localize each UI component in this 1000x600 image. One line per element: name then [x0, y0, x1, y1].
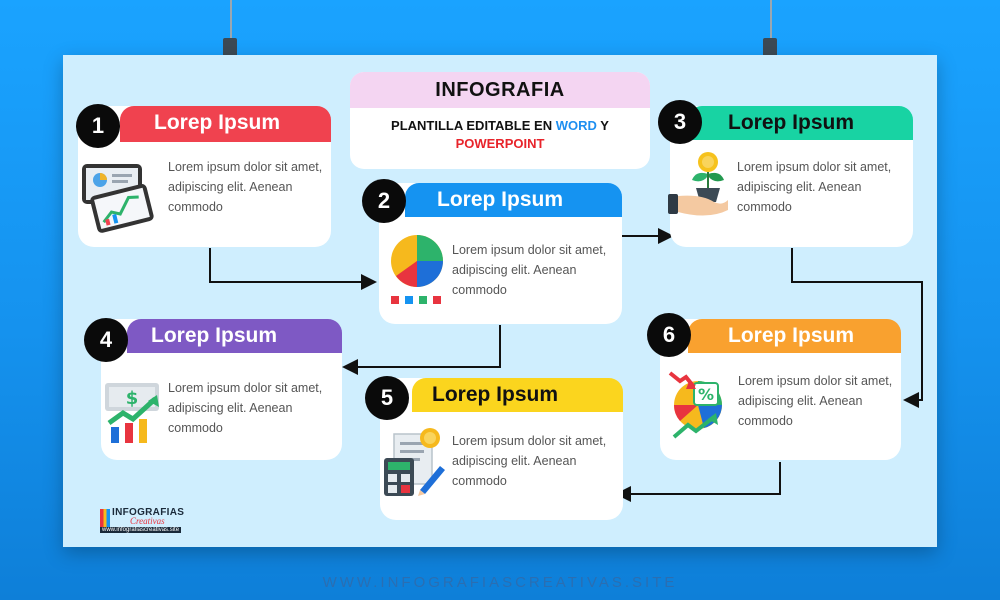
page-title: INFOGRAFIA [435, 79, 565, 101]
subtitle-powerpoint: POWERPOINT [455, 136, 545, 151]
arrow-2-to-4 [342, 325, 501, 375]
brand-logo: INFOGRAFIAS Creativas www.infografiascre… [100, 507, 186, 537]
logo-url: www.infografiascreativas.site [100, 527, 182, 533]
step-title-bar-1: Lorep Ipsum [120, 106, 331, 142]
hanging-wire-right [770, 0, 772, 42]
step-number-6: 6 [647, 313, 691, 357]
footer-website: WWW.INFOGRAFIASCREATIVAS.SITE [322, 574, 678, 591]
subtitle-word: WORD [555, 118, 597, 133]
step-title-4: Lorep Ipsum [151, 324, 278, 347]
pie-chart-icon [391, 235, 443, 304]
logo-tagline: Creativas [130, 516, 165, 526]
header-subtitle: PLANTILLA EDITABLE EN WORD Y POWERPOINT [350, 117, 650, 153]
step-number-4: 4 [84, 318, 128, 362]
step-title-1: Lorep Ipsum [154, 111, 281, 134]
step-title-6: Lorep Ipsum [728, 324, 855, 347]
svg-text:%: % [698, 385, 714, 404]
subtitle-text: PLANTILLA EDITABLE EN [391, 118, 556, 133]
logo-name: INFOGRAFIAS [112, 507, 185, 518]
hand-plant-coin-icon [668, 152, 728, 216]
subtitle-and: Y [596, 118, 609, 133]
step-card-3: Lorep Ipsum Lorem ipsum dolor sit amet, … [668, 106, 913, 247]
step-text-5: Lorem ipsum dolor sit amet, adipiscing e… [452, 434, 607, 488]
calculator-document-icon [384, 428, 445, 496]
step-title-bar-2: Lorep Ipsum [405, 183, 622, 217]
infographic-poster: INFOGRAFIA PLANTILLA EDITABLE EN WORD Y … [63, 55, 937, 547]
hanging-wire-left [230, 0, 232, 42]
tablet-chart-icon [82, 164, 154, 233]
step-card-2: Lorep Ipsum Lorem ipsum dolor sit amet, … [379, 183, 622, 324]
step-card-5: Lorep Ipsum Lorem ipsum dolor sit amet, … [380, 378, 623, 520]
step-title-bar-5: Lorep Ipsum [412, 378, 623, 412]
step-number-3: 3 [658, 100, 702, 144]
svg-text:$: $ [126, 388, 139, 409]
arrow-6-to-5 [615, 462, 781, 502]
arrow-1-to-2 [209, 248, 377, 290]
percent-pie-arrows-icon: % [668, 371, 722, 439]
step-card-1: Lorep Ipsum Lorem ipsum dolor sit amet, … [78, 106, 331, 247]
step-title-3: Lorep Ipsum [728, 111, 855, 134]
step-number-2: 2 [362, 179, 406, 223]
header-title-card: INFOGRAFIA PLANTILLA EDITABLE EN WORD Y … [350, 72, 650, 169]
header-title-band: INFOGRAFIA [350, 72, 650, 108]
step-card-6: Lorep Ipsum Lorem ipsum dolor sit amet, … [660, 319, 901, 460]
step-title-2: Lorep Ipsum [437, 188, 564, 211]
arrow-3-to-6 [791, 248, 923, 408]
connector-arrows [209, 228, 923, 502]
step-number-1: 1 [76, 104, 120, 148]
step-number-5: 5 [365, 376, 409, 420]
money-growth-chart-icon: $ [105, 383, 159, 443]
step-text-2: Lorem ipsum dolor sit amet, adipiscing e… [452, 243, 607, 297]
logo-mark [100, 509, 110, 529]
step-title-bar-6: Lorep Ipsum [688, 319, 901, 353]
step-text-1: Lorem ipsum dolor sit amet, adipiscing e… [168, 160, 323, 214]
step-title-bar-4: Lorep Ipsum [127, 319, 342, 353]
step-text-3: Lorem ipsum dolor sit amet, adipiscing e… [737, 160, 892, 214]
step-title-bar-3: Lorep Ipsum [688, 106, 913, 140]
step-text-6: Lorem ipsum dolor sit amet, adipiscing e… [738, 374, 893, 428]
step-title-5: Lorep Ipsum [432, 383, 559, 406]
step-text-4: Lorem ipsum dolor sit amet, adipiscing e… [168, 381, 323, 435]
step-card-4: Lorep Ipsum Lorem ipsum dolor sit amet, … [101, 319, 342, 460]
